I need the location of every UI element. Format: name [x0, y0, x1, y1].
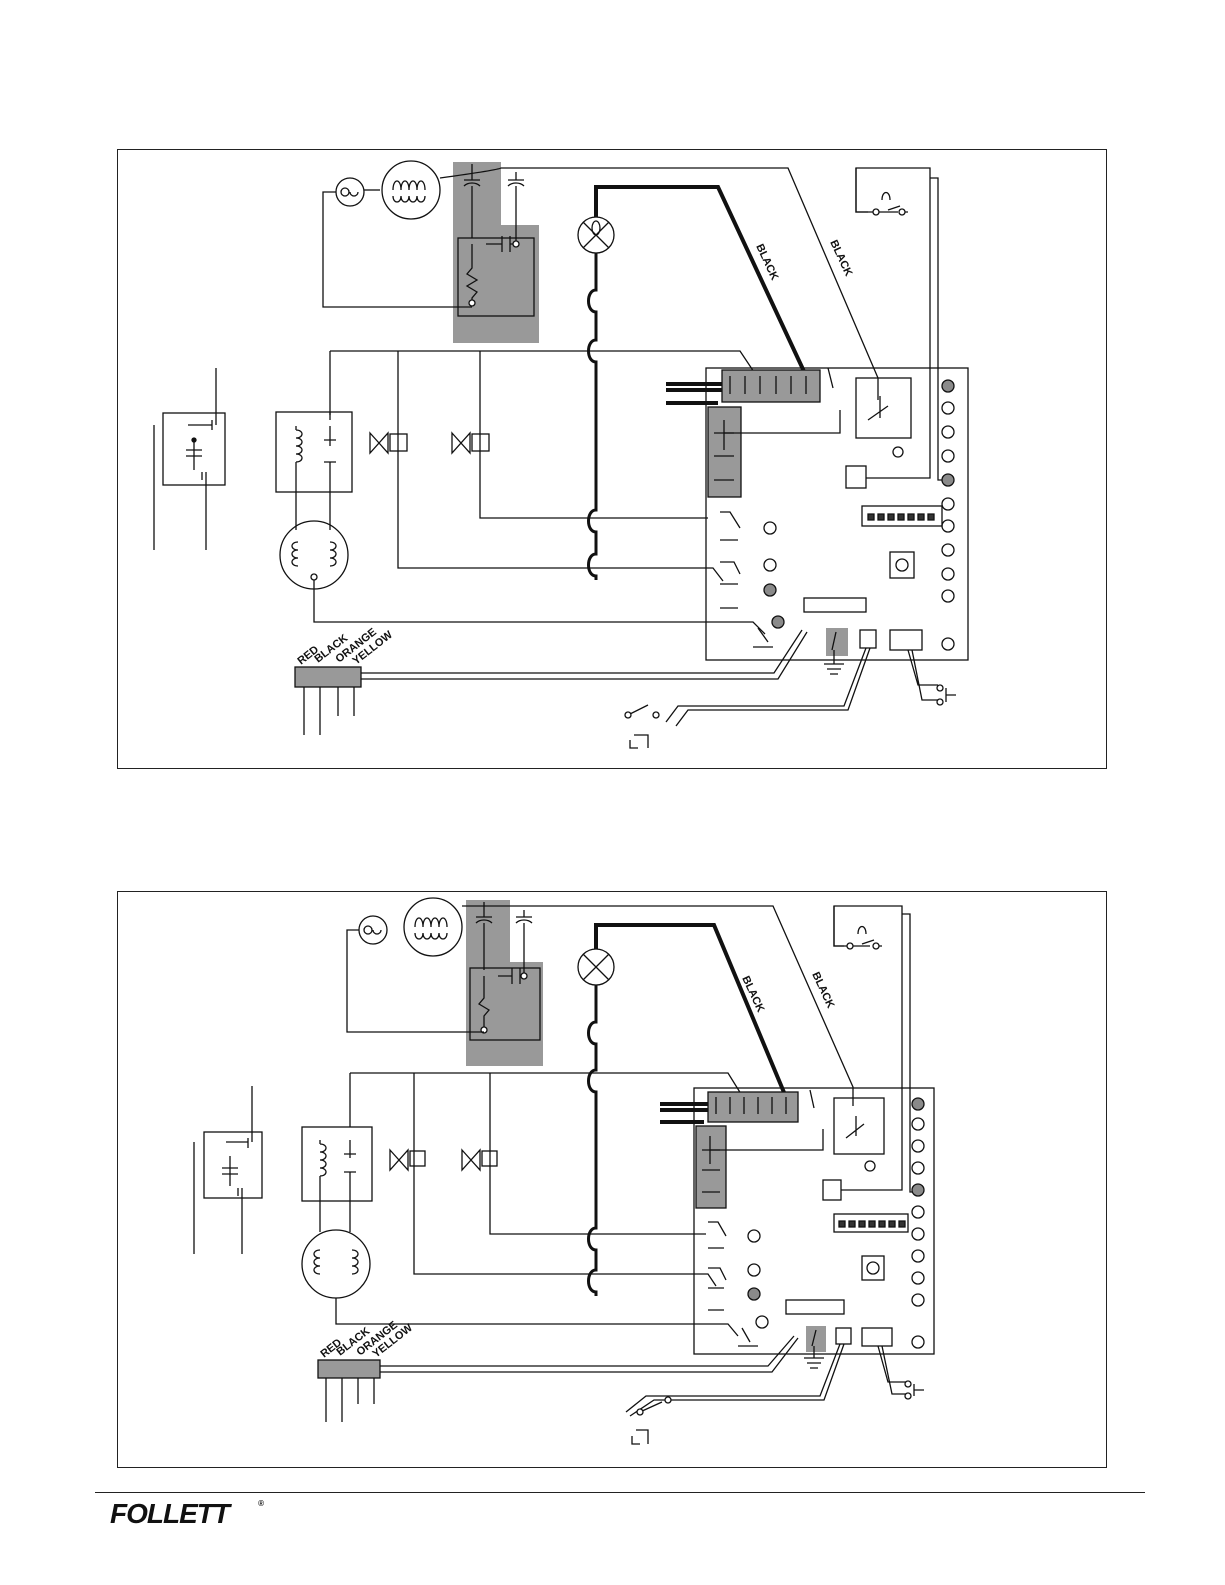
- water-valve-1: [390, 1150, 425, 1170]
- terminal-block-side: [696, 1126, 726, 1208]
- wiring-diagram-bottom: BLACK BLACK RED BLACK ORANGE YELLOW: [117, 891, 1107, 1468]
- board-relay: [834, 1098, 884, 1154]
- board-relay: [856, 378, 911, 438]
- harness-connector: [318, 1360, 380, 1378]
- harness-connector: [295, 667, 361, 687]
- ground-highlight: [826, 628, 848, 656]
- compressor-motor: [382, 161, 440, 219]
- reset-button: [890, 552, 914, 578]
- board-connector: [786, 1300, 844, 1314]
- brand-name: FOLLETT: [110, 1498, 233, 1528]
- contactor: [302, 1127, 372, 1201]
- wiring-diagram-bottom-drawing: BLACK BLACK RED BLACK ORANGE YELLOW: [118, 892, 1106, 1467]
- brand-logo: FOLLETT ®: [108, 1496, 268, 1528]
- water-valve-2: [452, 433, 489, 453]
- start-relay-highlight: [466, 900, 543, 1066]
- board-connector: [804, 598, 866, 612]
- contactor: [276, 412, 352, 492]
- wiring-diagram-top: BLACK BLACK RED BLACK ORANGE YELLOW: [117, 149, 1107, 769]
- water-valve-2: [462, 1150, 497, 1170]
- wire-label-black-thin: BLACK: [809, 970, 836, 1010]
- terminal-block-top: [708, 1092, 798, 1122]
- brand-logo-mark: FOLLETT ®: [108, 1496, 268, 1528]
- wiring-diagram-top-drawing: BLACK BLACK RED BLACK ORANGE YELLOW: [118, 150, 1106, 768]
- wire-label-black-thin: BLACK: [827, 238, 854, 278]
- reset-button: [862, 1256, 884, 1280]
- footer-rule: [95, 1492, 1145, 1493]
- auger-motor: [302, 1230, 370, 1298]
- water-valve-1: [370, 433, 407, 453]
- compressor-motor: [404, 898, 462, 956]
- brand-registered-mark: ®: [258, 1499, 264, 1508]
- wire-label-black-heavy: BLACK: [753, 242, 780, 282]
- terminal-block-top: [722, 370, 820, 402]
- ground-highlight: [806, 1326, 826, 1352]
